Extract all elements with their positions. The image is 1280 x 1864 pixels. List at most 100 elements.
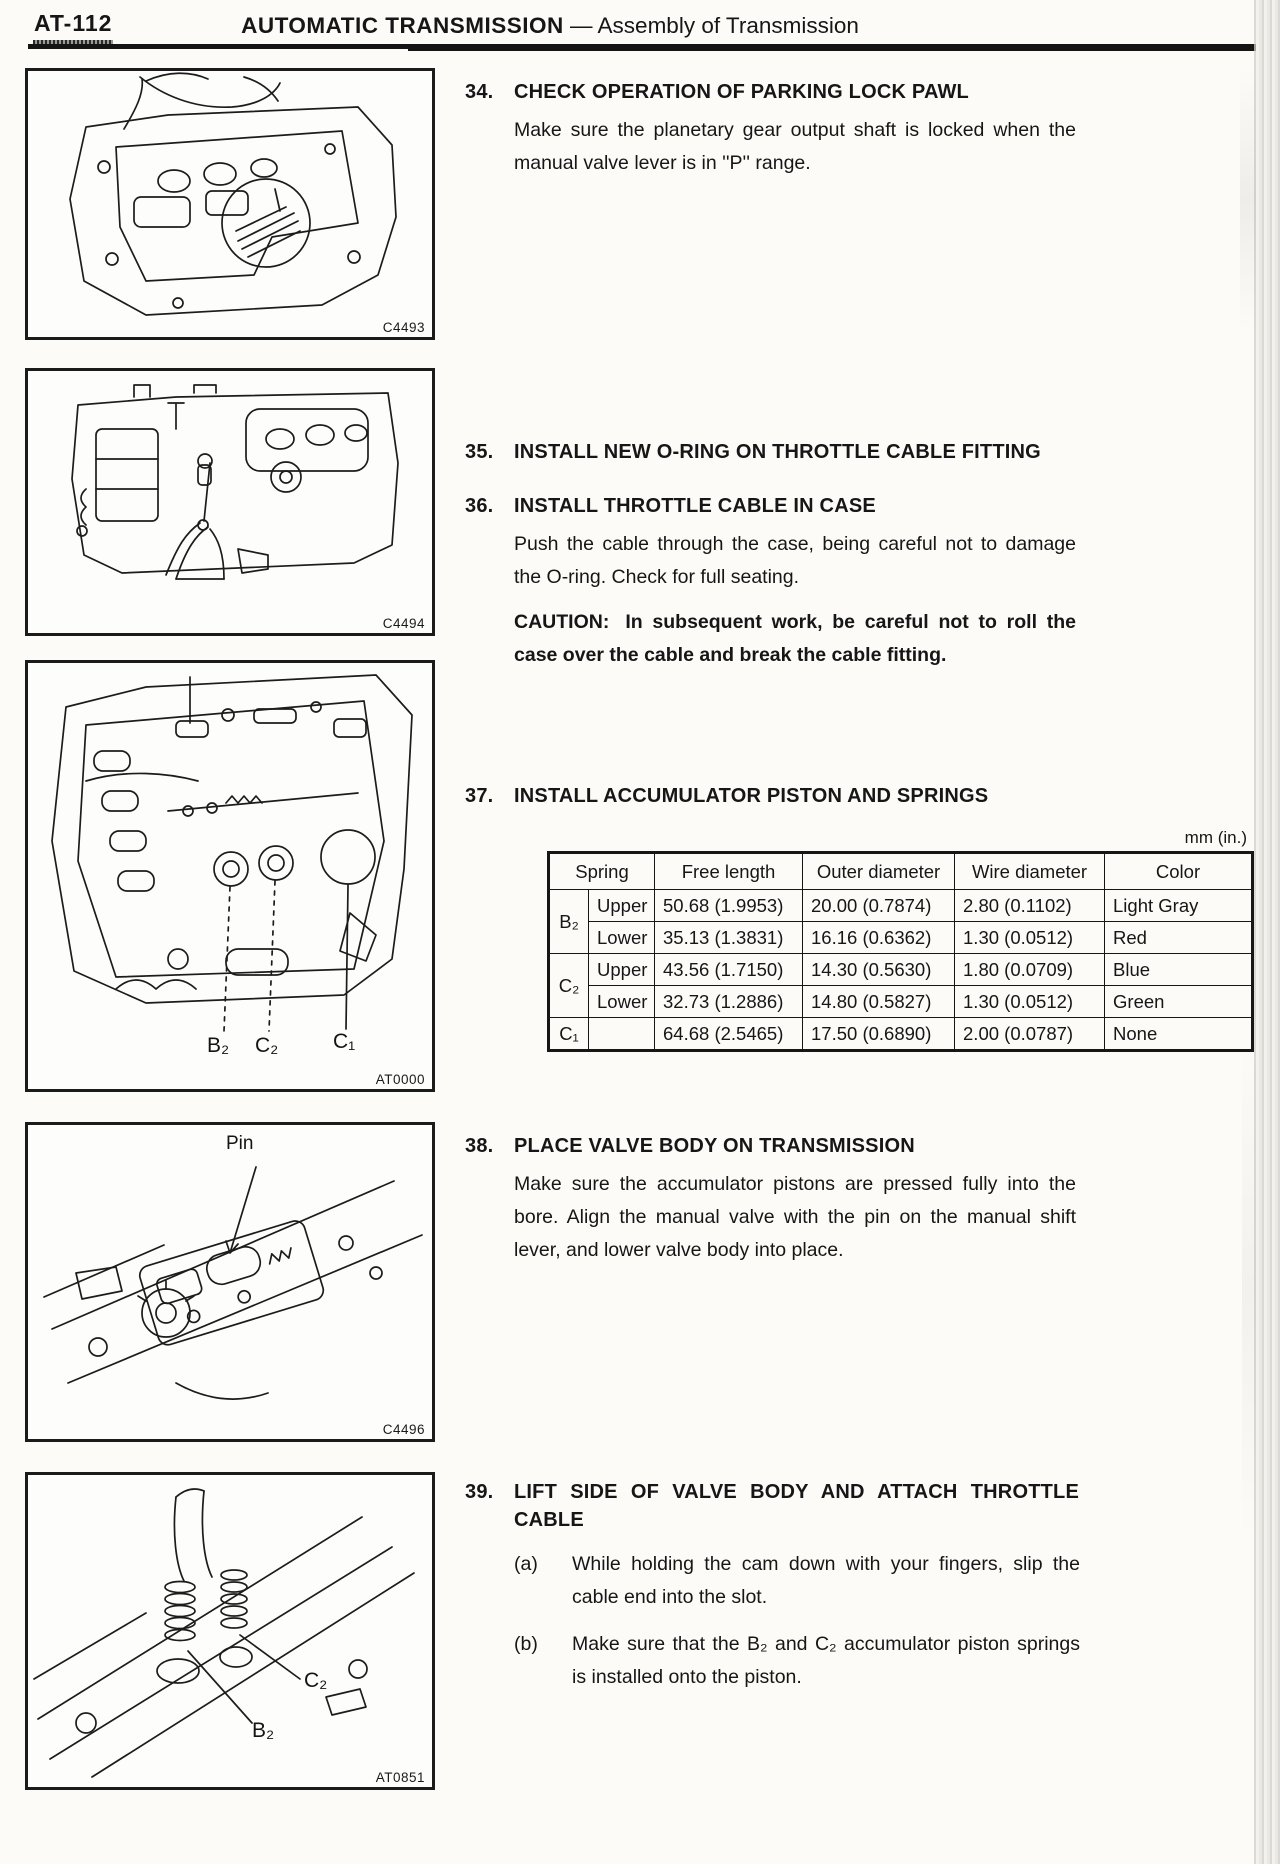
section-number: 38. (465, 1135, 494, 1157)
leader-lines (223, 880, 276, 1032)
section-34: 34. CHECK OPERATION OF PARKING LOCK PAWL… (465, 78, 1079, 180)
spring-color: Green (1104, 985, 1254, 1018)
page-edge-shadow (1254, 0, 1280, 1864)
free-length: 64.68 (2.5465) (654, 1017, 804, 1051)
section-title: INSTALL ACCUMULATOR PISTON AND SPRINGS (514, 785, 989, 807)
transmission-case-outline (69, 106, 397, 316)
b2-spring-coils (164, 1580, 196, 1642)
parking-lock-pawl-illustration (69, 72, 397, 316)
section-39: 39. LIFT SIDE OF VALVE BODY AND ATTACH T… (465, 1478, 1080, 1694)
figure-code: AT0000 (375, 1072, 425, 1087)
label-b2: B₂ (207, 1034, 230, 1057)
page-code: AT-112 (34, 10, 113, 36)
section-number: 36. (465, 495, 494, 517)
col-header-free-length: Free length (654, 852, 804, 890)
spring-sub (587, 1017, 656, 1051)
step-text: Make sure that the B₂ and C₂ accumulator… (572, 1633, 1080, 1688)
spring-sub: Lower (587, 921, 656, 954)
leader-line-c1 (345, 884, 349, 1030)
spring-group: C₁ (548, 1017, 589, 1051)
section-37: 37. INSTALL ACCUMULATOR PISTON AND SPRIN… (465, 782, 1255, 1052)
col-header-spring: Spring (547, 852, 656, 890)
spring-sub: Upper (587, 953, 656, 986)
label-c2: C₂ (255, 1034, 279, 1057)
table-row: Lower 32.73 (1.2886) 14.80 (0.5827) 1.30… (549, 985, 1254, 1018)
page-title-subsection: Assembly of Transmission (597, 13, 859, 38)
c2-spring-coils (220, 1569, 248, 1629)
spring-group: C₂ (548, 953, 589, 1018)
outer-diameter: 14.30 (0.5630) (802, 953, 956, 986)
spring-spec-table: Spring Free length Outer diameter Wire d… (547, 851, 1255, 1052)
table-header-row: Spring Free length Outer diameter Wire d… (547, 852, 1254, 890)
section-number: 34. (465, 81, 494, 103)
wire-diameter: 1.80 (0.0709) (954, 953, 1106, 986)
section-body: Push the cable through the case, being c… (514, 533, 1076, 588)
section-body: Make sure the accumulator pistons are pr… (514, 1173, 1076, 1261)
section-title: INSTALL NEW O-RING ON THROTTLE CABLE FIT… (514, 441, 1041, 463)
step-label: (a) (514, 1553, 538, 1575)
free-length: 35.13 (1.3831) (654, 921, 804, 954)
step-label: (b) (514, 1633, 538, 1655)
section-title: INSTALL THROTTLE CABLE IN CASE (514, 495, 876, 517)
throttle-cam (137, 1280, 195, 1338)
scan-smudge (1242, 1040, 1256, 1540)
section-38: 38. PLACE VALVE BODY ON TRANSMISSION Mak… (465, 1132, 1079, 1267)
caution-label: CAUTION: (514, 611, 610, 633)
label-b2: B₂ (252, 1719, 275, 1742)
case-outline (71, 384, 399, 574)
valve-body-cluster (138, 1220, 325, 1346)
section-title: CHECK OPERATION OF PARKING LOCK PAWL (514, 81, 969, 103)
spring-group: B₂ (548, 889, 589, 954)
figure-code: C4493 (382, 320, 425, 335)
accumulator-pistons-illustration (51, 674, 413, 1032)
free-length: 32.73 (1.2886) (654, 985, 804, 1018)
accumulator-springs-illustration (33, 1488, 415, 1778)
table-units: mm (in.) (1184, 828, 1247, 847)
table-row: B₂ Upper 50.68 (1.9953) 20.00 (0.7874) 2… (548, 889, 1254, 954)
figure-accumulator-springs: B₂ C₂ AT0851 (25, 1472, 435, 1790)
case-edges (43, 1180, 423, 1384)
outer-diameter: 16.16 (0.6362) (802, 921, 956, 954)
page-title-section: AUTOMATIC TRANSMISSION (241, 13, 564, 38)
valve-body-outline (51, 674, 413, 1004)
scan-artifact-stripe (33, 40, 113, 45)
caution-text: In subsequent work, be careful not to ro… (514, 611, 1076, 666)
section-number: 37. (465, 785, 494, 807)
section-number: 35. (465, 441, 494, 463)
spring-sub: Upper (587, 889, 656, 922)
spring-symbol (76, 488, 88, 537)
case-edges (33, 1516, 415, 1778)
col-header-outer-diameter: Outer diameter (802, 852, 956, 890)
outer-diameter: 14.80 (0.5827) (802, 985, 956, 1018)
valve-body-details (85, 676, 377, 990)
misc-details (75, 1235, 383, 1400)
col-header-color: Color (1104, 852, 1254, 890)
free-length: 50.68 (1.9953) (654, 889, 804, 922)
caution-note: CAUTION:In subsequent work, be careful n… (514, 606, 1076, 672)
section-body: Make sure the planetary gear output shaf… (514, 119, 1076, 174)
label-pin: Pin (226, 1133, 254, 1154)
table-row: C₁ 64.68 (2.5465) 17.50 (0.6890) 2.00 (0… (548, 1017, 1254, 1051)
table-row: Lower 35.13 (1.3831) 16.16 (0.6362) 1.30… (549, 921, 1254, 954)
step-b: (b) Make sure that the B₂ and C₂ accumul… (514, 1628, 1080, 1694)
figure-parking-lock-pawl: C4493 (25, 68, 435, 340)
section-number: 39. (465, 1481, 494, 1503)
spring-sub: Lower (587, 985, 656, 1018)
label-c2: C₂ (304, 1669, 328, 1692)
outer-diameter: 17.50 (0.6890) (802, 1017, 956, 1051)
step-a: (a) While holding the cam down with your… (514, 1548, 1080, 1614)
hand (123, 72, 281, 130)
figure-code: C4496 (382, 1422, 425, 1437)
col-header-wire-diameter: Wire diameter (954, 852, 1106, 890)
accumulator-bores (213, 829, 376, 887)
header-rule (28, 44, 1256, 51)
figure-accumulator-pistons: B₂ C₂ C₁ AT0000 (25, 660, 435, 1092)
page-title: AUTOMATIC TRANSMISSION — Assembly of Tra… (170, 13, 930, 39)
label-c1: C₁ (333, 1030, 356, 1053)
figure-valve-body-pin: Pin C4496 (25, 1122, 435, 1442)
bores-and-details (75, 1646, 368, 1734)
wire-diameter: 1.30 (0.0512) (954, 985, 1106, 1018)
section-36: 36. INSTALL THROTTLE CABLE IN CASE Push … (465, 492, 1079, 672)
figure-throttle-cable-install: C4494 (25, 368, 435, 636)
